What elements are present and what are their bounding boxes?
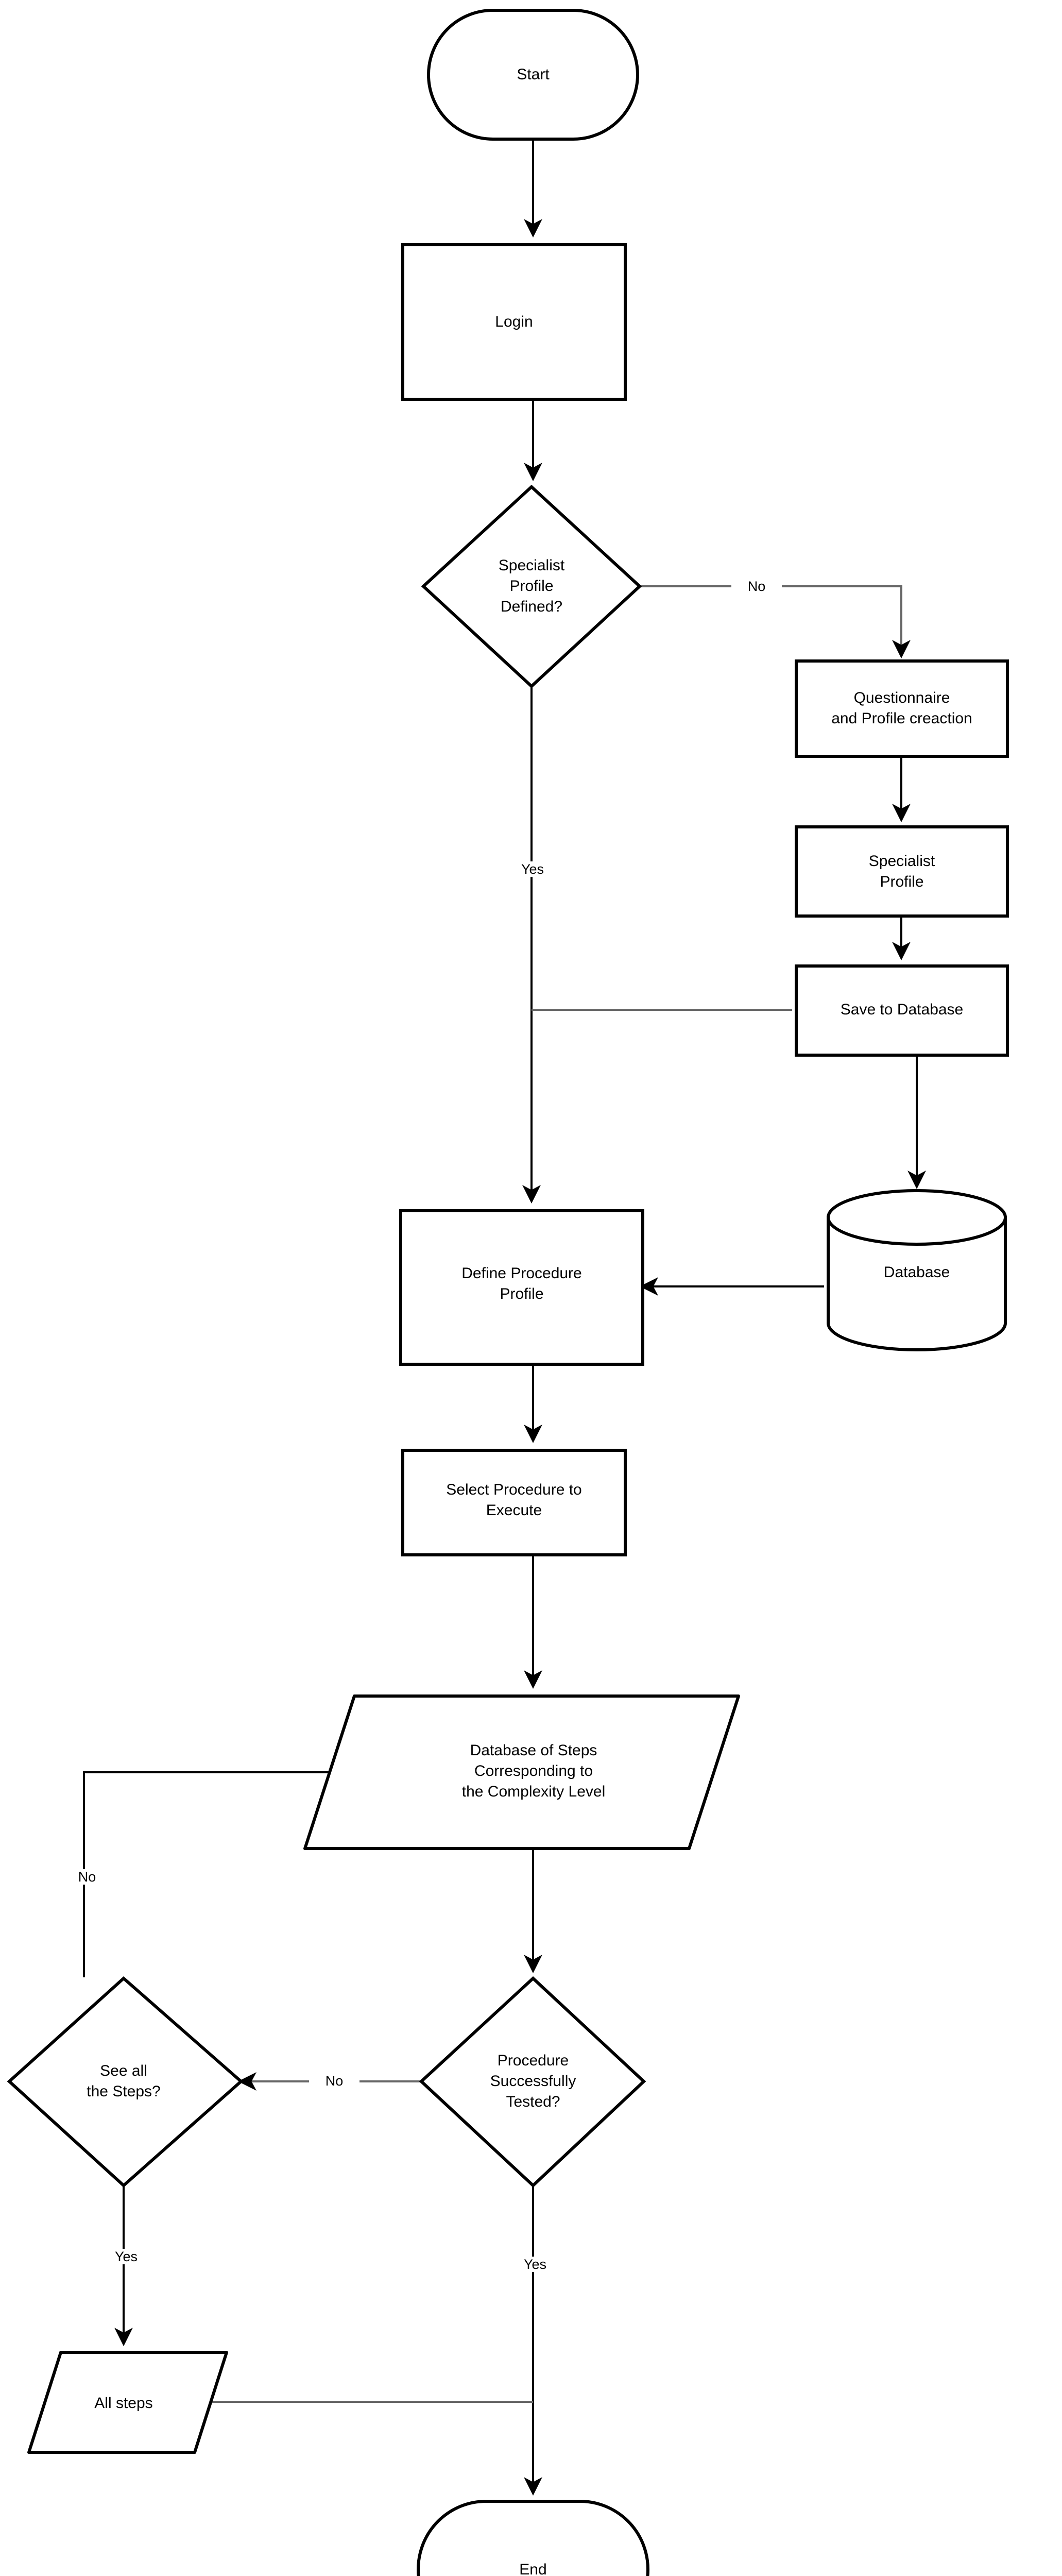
edge-decision1-no	[640, 585, 911, 658]
node-database	[827, 1189, 1007, 1351]
node-save-to-database	[795, 964, 1009, 1057]
node-end	[417, 2500, 649, 2576]
node-select-procedure	[401, 1449, 627, 1556]
node-see-all-steps	[7, 1976, 244, 2188]
node-define-procedure-profile	[399, 1209, 644, 1366]
node-questionnaire	[795, 659, 1009, 758]
edge-seesteps-no-loopback	[83, 1763, 358, 1977]
node-specialist-profile	[795, 825, 1009, 918]
node-all-steps	[27, 2351, 228, 2454]
node-start	[427, 9, 639, 141]
node-procedure-tested	[419, 1976, 646, 2188]
node-database-of-steps	[303, 1694, 740, 1850]
node-specialist-profile-defined	[421, 484, 642, 689]
node-login	[401, 243, 627, 401]
